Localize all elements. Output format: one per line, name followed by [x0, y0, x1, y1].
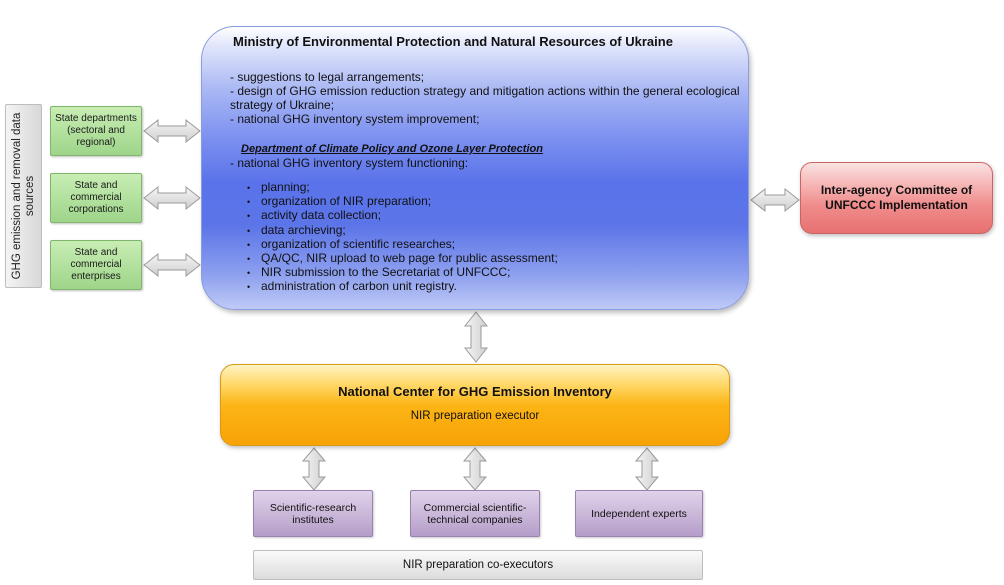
executor-independent-experts: Independent experts — [575, 490, 703, 537]
arrow-source-3-ministry — [143, 252, 201, 278]
function-item: organization of scientific researches; — [245, 237, 665, 252]
executor-commercial-companies: Commercial scientific-technical companie… — [410, 490, 540, 537]
co-executors-label: NIR preparation co-executors — [253, 550, 703, 580]
function-item: QA/QC, NIR upload to web page for public… — [245, 251, 665, 266]
national-center-subtitle: NIR preparation executor — [410, 410, 540, 422]
inter-agency-committee-box: Inter-agency Committee of UNFCCC Impleme… — [800, 162, 993, 234]
arrow-center-executor-3 — [634, 447, 660, 491]
arrow-center-executor-1 — [301, 447, 327, 491]
arrow-source-1-ministry — [143, 118, 201, 144]
arrow-ministry-committee — [750, 187, 800, 213]
arrow-center-executor-2 — [462, 447, 488, 491]
ministry-line: - suggestions to legal arrangements; — [230, 70, 425, 84]
data-sources-label: GHG emission and removal data sources — [10, 112, 36, 280]
arrow-source-2-ministry — [143, 185, 201, 211]
function-item: administration of carbon unit registry. — [245, 279, 665, 294]
function-item: organization of NIR preparation; — [245, 194, 665, 209]
department-function-list: planning; organization of NIR preparatio… — [245, 180, 665, 295]
department-title: Department of Climate Policy and Ozone L… — [241, 143, 543, 155]
ministry-line: - national GHG inventory system improvem… — [230, 112, 480, 126]
data-sources-label-box: GHG emission and removal data sources — [5, 104, 42, 288]
ministry-title: Ministry of Environmental Protection and… — [233, 34, 673, 49]
department-function: - national GHG inventory system function… — [230, 156, 469, 170]
function-item: activity data collection; — [245, 208, 665, 223]
source-state-departments: State departments (sectoral and regional… — [50, 106, 142, 156]
ministry-line: - design of GHG emission reduction strat… — [230, 84, 740, 112]
national-center-title: National Center for GHG Emission Invento… — [338, 384, 612, 399]
ministry-responsibilities: - suggestions to legal arrangements; - d… — [230, 70, 745, 126]
executor-research-institutes: Scientific-research institutes — [253, 490, 373, 537]
function-item: data archieving; — [245, 223, 665, 238]
function-item: planning; — [245, 180, 665, 195]
source-state-corporations: State and commercial corporations — [50, 173, 142, 223]
source-state-enterprises: State and commercial enterprises — [50, 240, 142, 290]
national-center-box — [220, 364, 730, 446]
arrow-ministry-center — [463, 311, 489, 363]
function-item: NIR submission to the Secretariat of UNF… — [245, 265, 665, 280]
